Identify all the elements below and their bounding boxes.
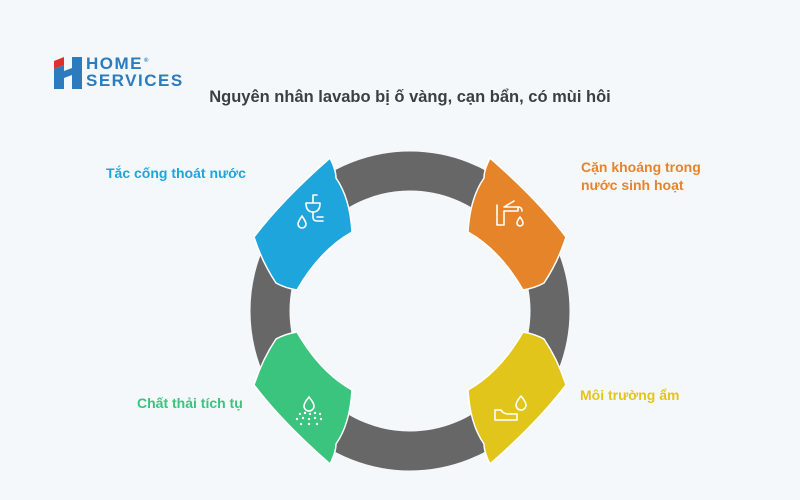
logo-line2: SERVICES (86, 71, 184, 90)
home-services-logo: HOME® SERVICES (52, 52, 184, 92)
segment-waste-buildup (253, 331, 353, 466)
water-residue-icon (295, 395, 323, 426)
logo-line1: HOME® (86, 54, 150, 73)
label-line-1: Cặn khoáng trong (581, 159, 701, 175)
faucet-icon (496, 200, 524, 227)
segment-clogged-drain (253, 156, 353, 291)
sink-drain-icon (297, 194, 324, 229)
label-clogged-drain: Tắc cống thoát nước (106, 165, 246, 181)
label-line-2: nước sinh hoạt (581, 177, 684, 193)
segment-mineral-deposits (467, 156, 567, 291)
logo-mark-icon (54, 57, 82, 89)
label-humid-environment: Môi trường ẩm (580, 387, 680, 403)
label-mineral-deposits: Cặn khoáng trong nước sinh hoạt (581, 158, 701, 194)
label-waste-buildup: Chất thải tích tụ (137, 395, 243, 411)
segment-humid-environment (467, 331, 567, 466)
page-title: Nguyên nhân lavabo bị ố vàng, cạn bẩn, c… (209, 88, 611, 106)
humidity-icon (494, 395, 527, 421)
cycle-ring (250, 151, 570, 471)
